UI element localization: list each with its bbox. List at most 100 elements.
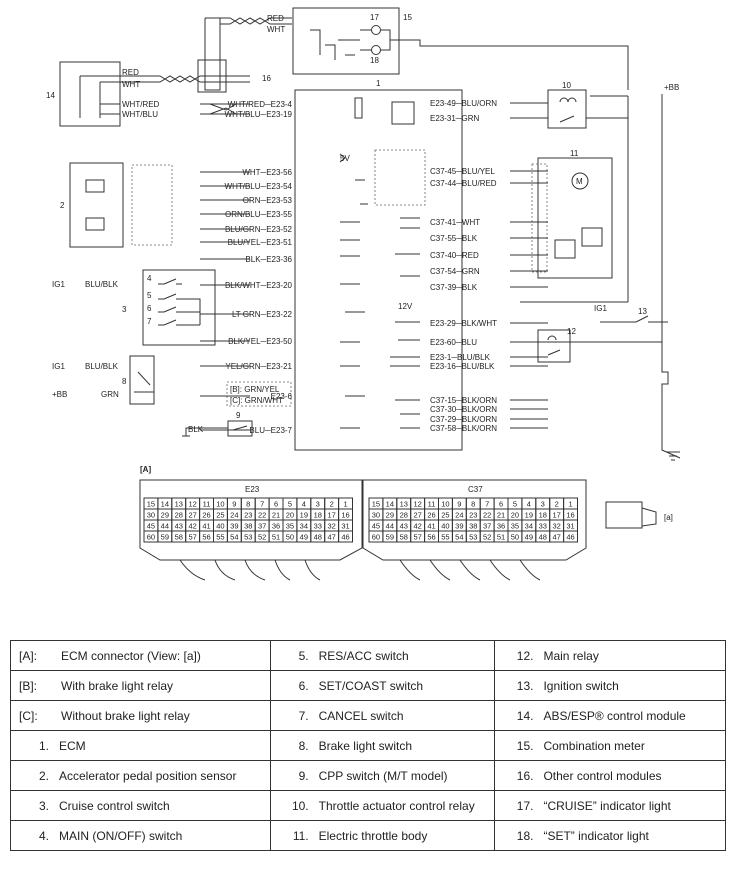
main-relay-box xyxy=(537,329,571,363)
connector-pin-number: 23 xyxy=(244,511,252,520)
connector-pin-cell xyxy=(563,530,578,543)
connector-pin-number: 32 xyxy=(552,522,560,531)
callout-15: 15 xyxy=(403,13,412,22)
connector-pin-number: 45 xyxy=(147,522,155,531)
connector-pin-number: 17 xyxy=(327,511,335,520)
ecm-pin-left: ORN/BLU─E23-55 xyxy=(225,210,293,219)
connector-pin-number: 29 xyxy=(386,511,394,520)
ignition-switch-icon xyxy=(635,315,668,323)
callout-17: 17 xyxy=(370,13,379,22)
connector-pin-number: 30 xyxy=(372,511,380,520)
legend-cell: 1.ECM xyxy=(10,730,271,761)
connector-pin-number: 54 xyxy=(455,533,463,542)
connector-pin-number: 33 xyxy=(539,522,547,531)
connector-pin-number: 59 xyxy=(386,533,394,542)
connector-pin-number: 21 xyxy=(272,511,280,520)
ecm-pin-left: E23-6 xyxy=(271,392,293,401)
connector-pin-number: 58 xyxy=(175,533,183,542)
connector-pin-number: 59 xyxy=(161,533,169,542)
connector-pin-number: 9 xyxy=(232,500,236,509)
connector-pin-number: 23 xyxy=(469,511,477,520)
connector-pin-number: 27 xyxy=(413,511,421,520)
callout-7: 7 xyxy=(147,317,152,326)
callout-8: 8 xyxy=(122,377,127,386)
connector-pin-number: 49 xyxy=(525,533,533,542)
connector-pin-number: 25 xyxy=(216,511,224,520)
connector-pin-number: 7 xyxy=(260,500,264,509)
ecm-pin-left: BLU─E23-7 xyxy=(249,426,292,435)
legend-description: ECM connector (View: [a]) xyxy=(61,648,201,663)
legend-code: 15. xyxy=(516,738,534,753)
connector-pin-number: 30 xyxy=(147,511,155,520)
wire-red-abs: RED xyxy=(122,68,139,77)
connector-pin-number: 57 xyxy=(188,533,196,542)
legend-description: Combination meter xyxy=(543,738,645,753)
throttle-motor-icon xyxy=(571,172,589,190)
ecm-pin-right: C37-40─RED xyxy=(430,251,479,260)
cancel-switch-icon xyxy=(158,319,200,326)
connector-pin-number: 26 xyxy=(202,511,210,520)
ecm-pin-right: C37-15─BLK/ORN xyxy=(430,396,497,405)
connector-pin-number: 52 xyxy=(258,533,266,542)
connector-pin-number: 53 xyxy=(244,533,252,542)
connector-pin-number: 32 xyxy=(327,522,335,531)
legend-description: MAIN (ON/OFF) switch xyxy=(59,828,183,843)
wiring-diagram: 1 15 17 18 RED WHT 14 RED WHT 16 WHT/RED… xyxy=(46,7,681,581)
wire-wht-top: WHT xyxy=(267,25,285,34)
connector-pin-number: 44 xyxy=(161,522,169,531)
connector-pin-number: 15 xyxy=(372,500,380,509)
legend-description: Without brake light relay xyxy=(61,708,190,723)
ecm-pin-right: E23-16─BLU/BLK xyxy=(430,362,495,371)
connector-pin-number: 20 xyxy=(286,511,294,520)
connector-pin-number: 13 xyxy=(400,500,408,509)
connector-pin-number: 14 xyxy=(386,500,394,509)
ecm-pin-right: C37-58─BLK/ORN xyxy=(430,424,497,433)
connector-pin-number: 37 xyxy=(483,522,491,531)
ecm-pin-right: C37-45─BLU/YEL xyxy=(430,167,495,176)
callout-9: 9 xyxy=(236,411,241,420)
callout-10: 10 xyxy=(562,81,571,90)
legend-cell: 7.CANCEL switch xyxy=(269,700,496,731)
connector-pin-number: 4 xyxy=(527,500,531,509)
legend-row: [A]:ECM connector (View: [a])5.RES/ACC s… xyxy=(10,640,726,671)
legend-cell: 8.Brake light switch xyxy=(269,730,496,761)
legend-description: Brake light switch xyxy=(318,738,412,753)
connector-pin-number: 21 xyxy=(497,511,505,520)
connector-pin-number: 50 xyxy=(511,533,519,542)
main-switch-icon xyxy=(158,278,182,285)
connector-pin-number: 15 xyxy=(147,500,155,509)
legend-code: 4. xyxy=(38,828,49,843)
connector-pin-number: 60 xyxy=(372,533,380,542)
callout-16: 16 xyxy=(262,74,271,83)
ecm-box xyxy=(294,89,463,451)
connector-pin-number: 49 xyxy=(300,533,308,542)
callout-4: 4 xyxy=(147,274,152,283)
legend-code: [A]: xyxy=(19,648,38,663)
connector-pin-number: 11 xyxy=(428,500,436,509)
ecm-pin-left: BLK/YEL─E23-50 xyxy=(228,337,292,346)
connector-pin-number: 3 xyxy=(316,500,320,509)
ecm-pin-right: C37-55─BLK xyxy=(430,234,478,243)
connector-pin-number: 38 xyxy=(244,522,252,531)
legend-code: 3. xyxy=(38,798,49,813)
legend-description: CANCEL switch xyxy=(318,708,404,723)
connector-pin-number: 40 xyxy=(441,522,449,531)
connector-pin-number: 2 xyxy=(330,500,334,509)
connector-pin-number: 3 xyxy=(541,500,545,509)
legend-description: Electric throttle body xyxy=(318,828,428,843)
ecm-pin-left: BLK/WHT─E23-20 xyxy=(225,281,293,290)
legend-description: Main relay xyxy=(543,648,599,663)
connector-pin-number: 36 xyxy=(272,522,280,531)
connector-pin-number: 13 xyxy=(175,500,183,509)
connector-pin-number: 27 xyxy=(188,511,196,520)
legend-cell: 14.ABS/ESP® control module xyxy=(494,700,726,731)
connector-pin-number: 44 xyxy=(386,522,394,531)
connector-ref-label: [A] xyxy=(140,465,151,474)
connector-pin-number: 12 xyxy=(188,500,196,509)
legend-description: Ignition switch xyxy=(543,678,619,693)
ecm-pin-right: E23-60─BLU xyxy=(430,338,477,347)
ecm-pin-right: E23-31─GRN xyxy=(430,114,479,123)
legend-description: ECM xyxy=(59,738,86,753)
